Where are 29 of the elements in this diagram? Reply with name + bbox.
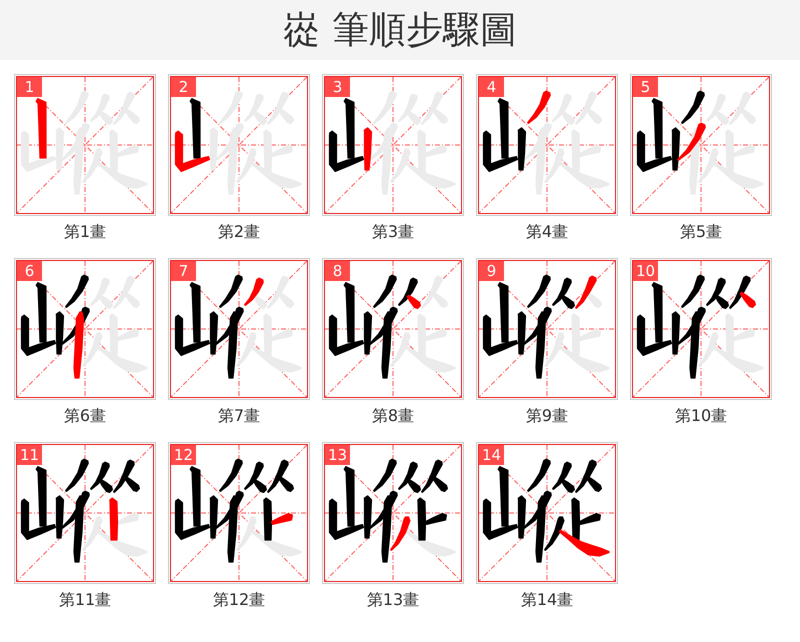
step-caption: 第7畫	[218, 406, 260, 426]
step-caption: 第13畫	[366, 590, 420, 610]
step-badge: 12	[171, 445, 196, 465]
step-caption: 第11畫	[58, 590, 112, 610]
step-badge: 1	[17, 77, 42, 97]
step-caption: 第8畫	[372, 406, 414, 426]
step-badge: 3	[325, 77, 350, 97]
step-badge: 14	[479, 445, 504, 465]
step-badge: 2	[171, 77, 196, 97]
step-badge: 8	[325, 261, 350, 281]
step-caption: 第9畫	[526, 406, 568, 426]
step-badge: 13	[325, 445, 350, 465]
step-badge: 9	[479, 261, 504, 281]
step-badge: 11	[17, 445, 42, 465]
step-badge: 10	[633, 261, 658, 281]
step-badge: 5	[633, 77, 658, 97]
title: 嵸 筆順步驟圖	[283, 7, 517, 53]
step-badge: 7	[171, 261, 196, 281]
step-caption: 第14畫	[520, 590, 574, 610]
step-caption: 第10畫	[674, 406, 728, 426]
step-badge: 6	[17, 261, 42, 281]
step-caption: 第1畫	[64, 222, 106, 242]
step-caption: 第4畫	[526, 222, 568, 242]
step-caption: 第12畫	[212, 590, 266, 610]
step-caption: 第2畫	[218, 222, 260, 242]
step-caption: 第5畫	[680, 222, 722, 242]
step-caption: 第3畫	[372, 222, 414, 242]
step-badge: 4	[479, 77, 504, 97]
step-caption: 第6畫	[64, 406, 106, 426]
